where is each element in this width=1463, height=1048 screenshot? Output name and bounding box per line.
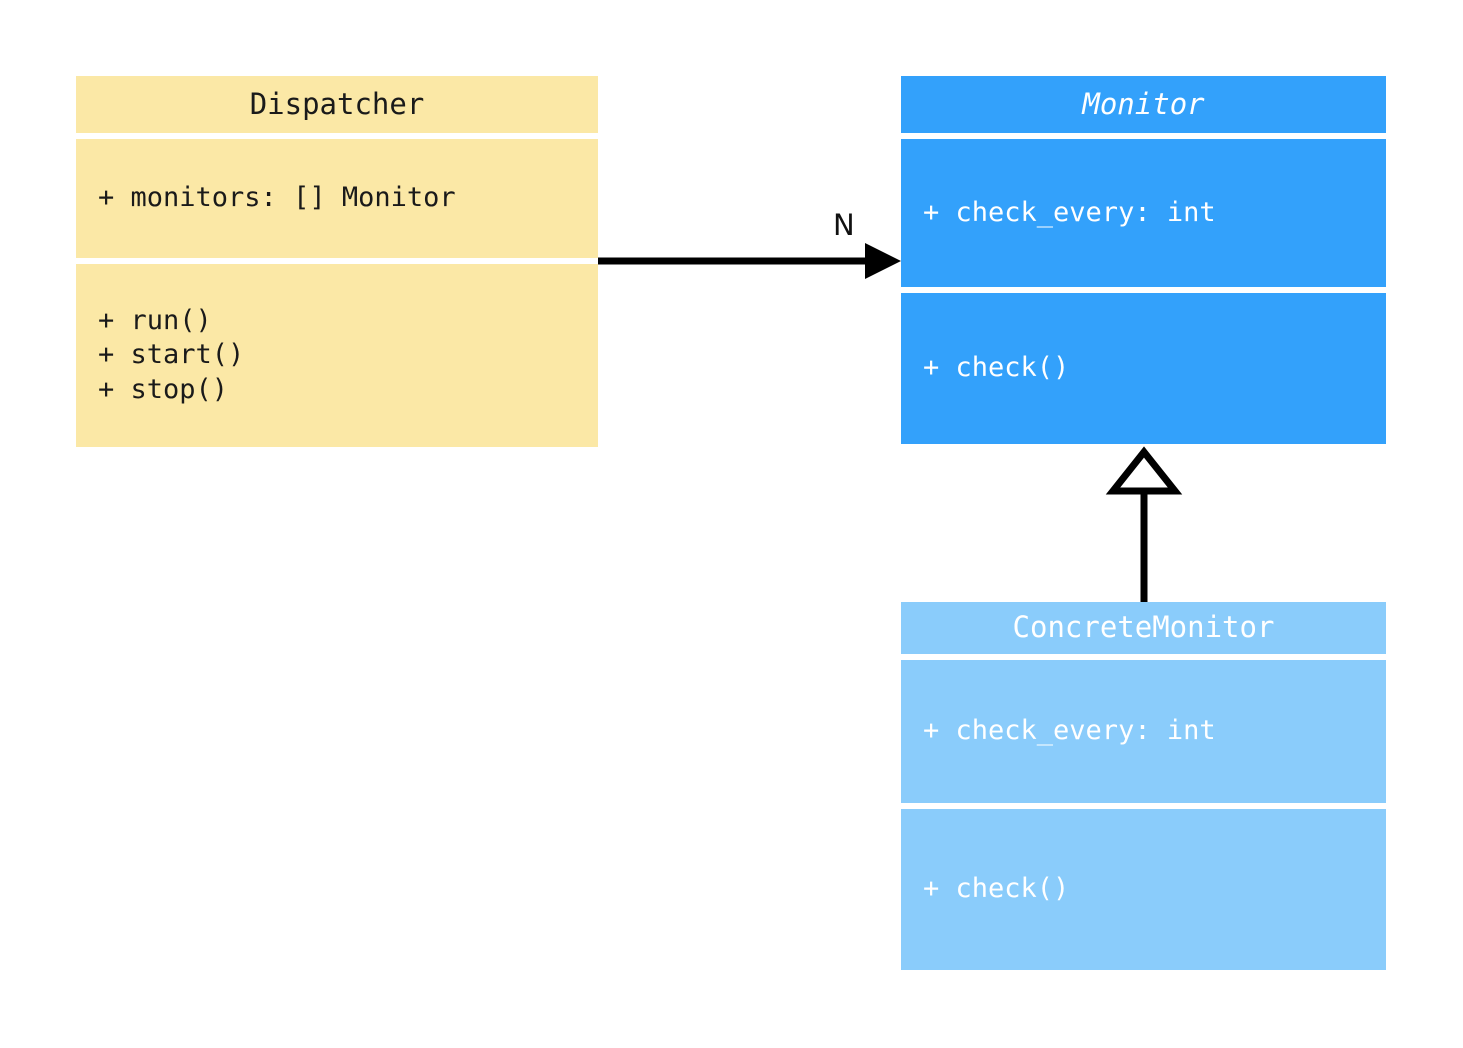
class-box-dispatcher[interactable]: Dispatcher + monitors: [] Monitor + run(… [76, 76, 598, 447]
concrete-monitor-title-compartment: ConcreteMonitor [901, 602, 1386, 654]
concrete-monitor-class-name: ConcreteMonitor [1012, 610, 1275, 645]
generalization-concrete-to-monitor[interactable] [1105, 446, 1183, 602]
dispatcher-attributes-compartment: + monitors: [] Monitor [76, 139, 598, 258]
dispatcher-method-1: + start() [98, 339, 245, 371]
class-box-concrete-monitor[interactable]: ConcreteMonitor + check_every: int + che… [901, 602, 1386, 970]
concrete-monitor-attributes-compartment: + check_every: int [901, 660, 1386, 803]
dispatcher-attribute-0: + monitors: [] Monitor [98, 182, 456, 214]
hollow-triangle-arrowhead-icon [1105, 446, 1183, 495]
dispatcher-method-2: + stop() [98, 373, 229, 405]
filled-arrowhead-icon [865, 243, 901, 279]
monitor-title-compartment: Monitor [901, 76, 1386, 133]
dispatcher-title-compartment: Dispatcher [76, 76, 598, 133]
association-dispatcher-to-monitor[interactable] [598, 243, 901, 279]
concrete-monitor-attribute-0: + check_every: int [923, 715, 1216, 747]
monitor-methods-compartment: + check() [901, 293, 1386, 444]
monitor-attribute-0: + check_every: int [923, 196, 1216, 228]
dispatcher-methods-compartment: + run() + start() + stop() [76, 264, 598, 447]
monitor-attributes-compartment: + check_every: int [901, 139, 1386, 287]
dispatcher-class-name: Dispatcher [249, 86, 425, 121]
monitor-class-name: Monitor [1082, 86, 1205, 121]
class-box-monitor[interactable]: Monitor + check_every: int + check() [901, 76, 1386, 444]
monitor-method-0: + check() [923, 352, 1070, 384]
dispatcher-method-0: + run() [98, 305, 212, 337]
concrete-monitor-methods-compartment: + check() [901, 809, 1386, 970]
concrete-monitor-method-0: + check() [923, 873, 1070, 905]
association-multiplicity-label: N [833, 208, 855, 242]
